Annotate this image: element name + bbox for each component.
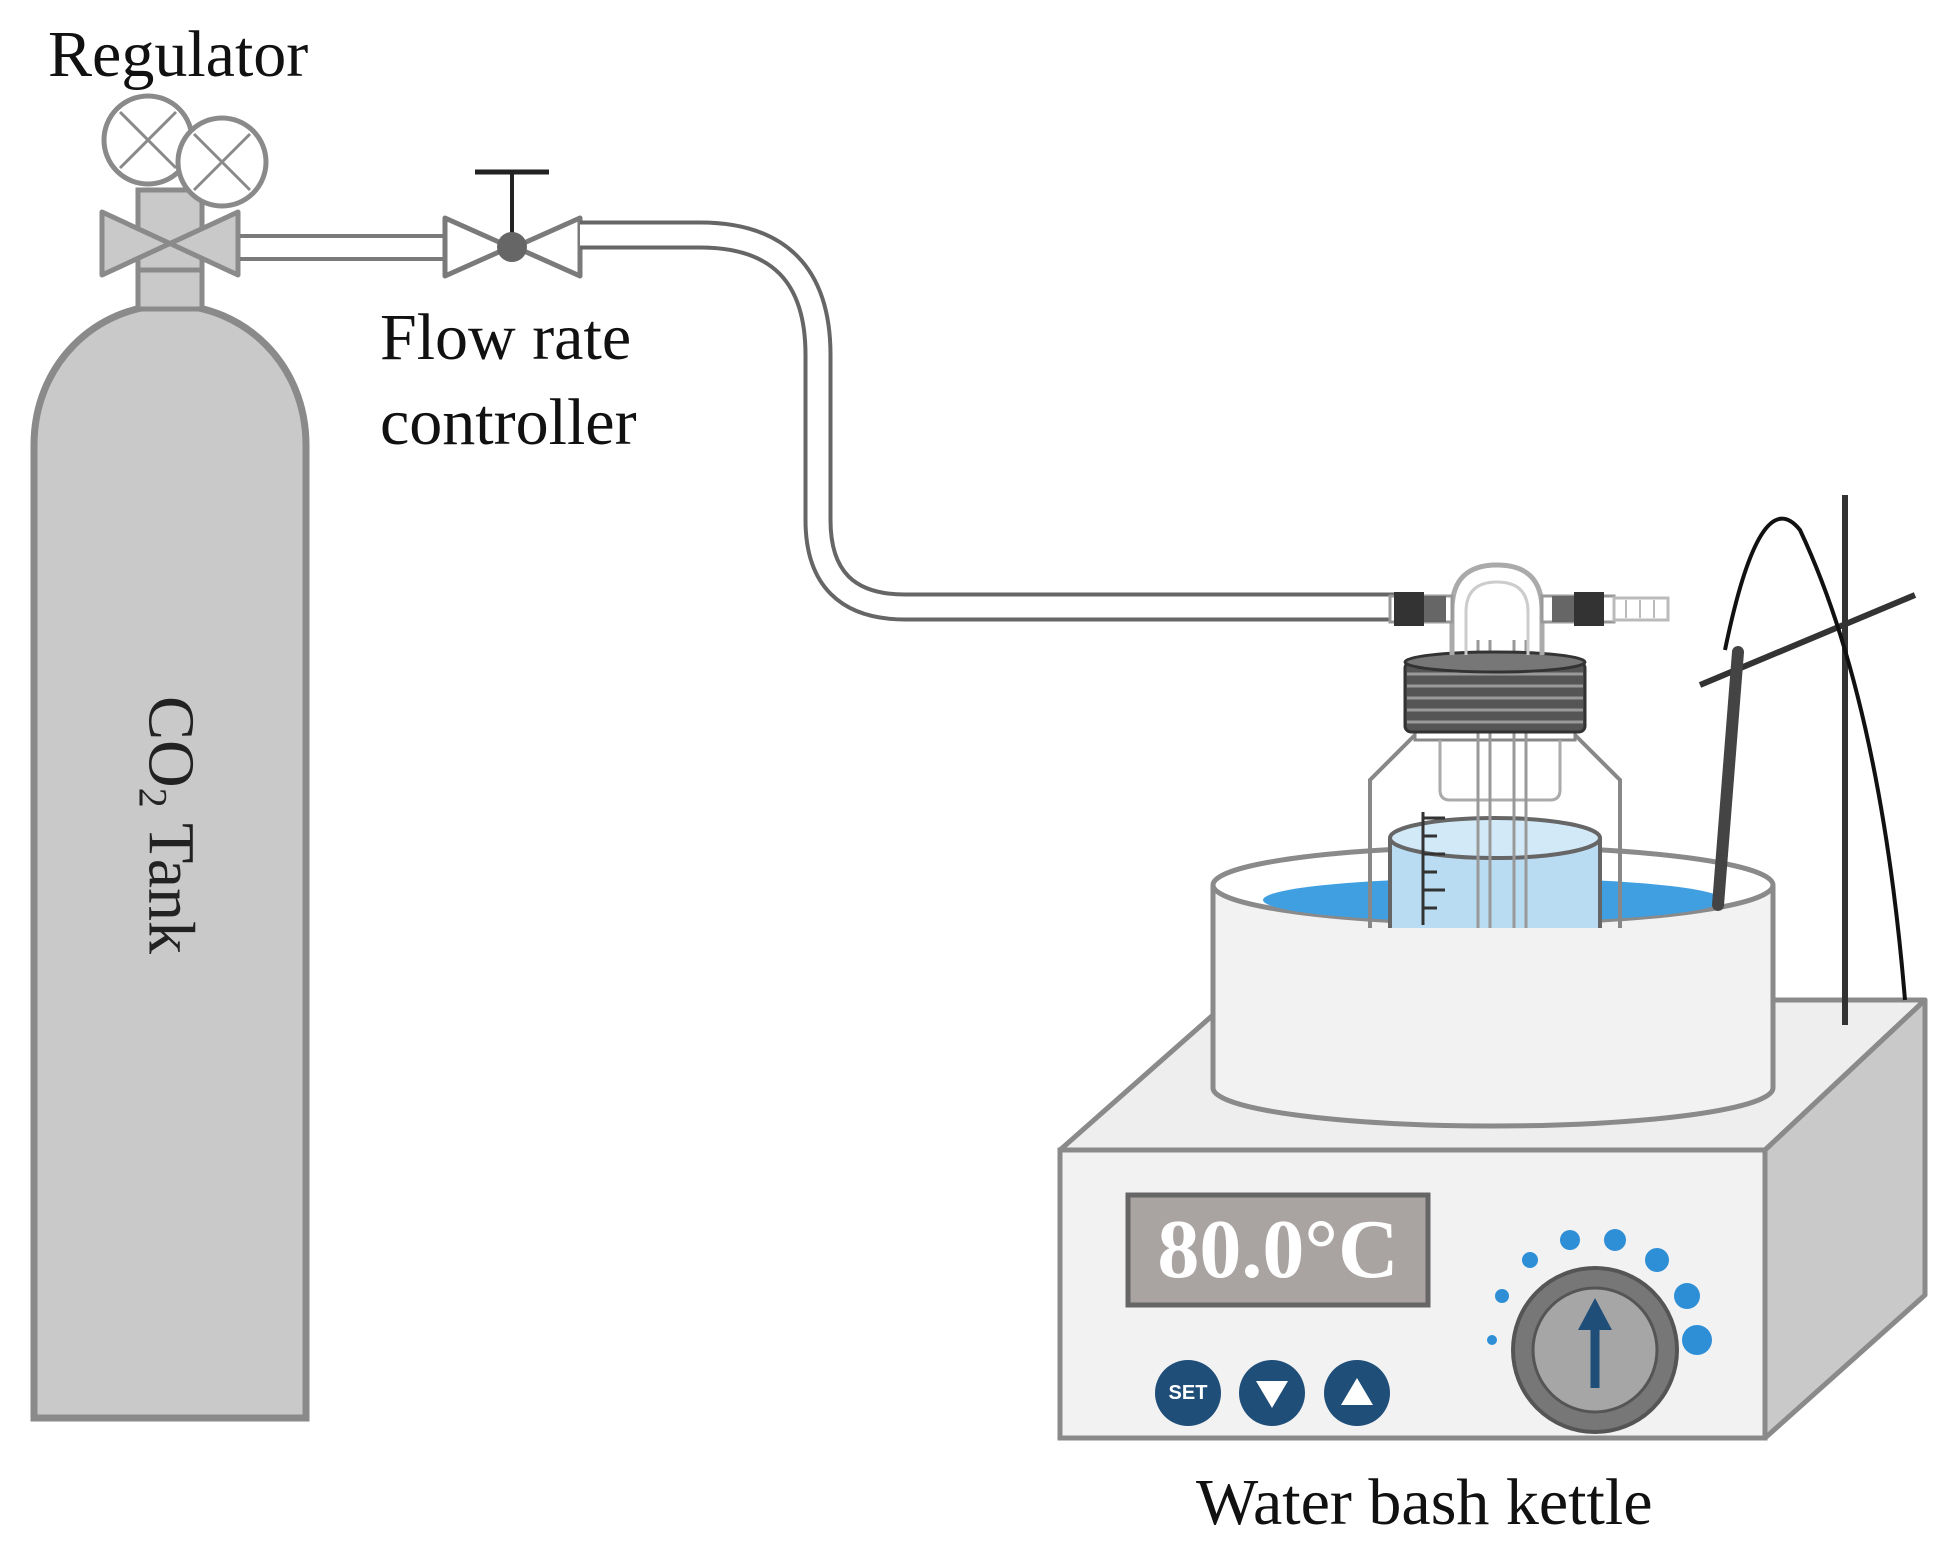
co2-tank [30, 262, 310, 1422]
set-button[interactable] [1155, 1360, 1221, 1426]
set-button-label: SET [1168, 1382, 1208, 1404]
regulator [99, 93, 269, 278]
co2-tank-label-subscript: 2 [130, 787, 176, 808]
pressure-gauge-icon [101, 93, 195, 187]
co2-tank-label: CO2 Tank [130, 696, 208, 954]
co2-tank-label-prefix: CO [134, 696, 208, 788]
gas-washing-bottle [1368, 562, 1670, 928]
temperature-readout: 80.0°C [1157, 1203, 1399, 1296]
up-arrow-button[interactable] [1324, 1360, 1390, 1426]
temperature-display [1125, 1192, 1431, 1308]
flow-rate-label-line2: controller [380, 386, 637, 459]
co2-tank-label-suffix: Tank [134, 807, 208, 954]
arrow-up-icon [1578, 1298, 1612, 1330]
gas-tube [580, 220, 1395, 622]
temperature-probe [1712, 646, 1744, 911]
gas-pipe [240, 234, 445, 261]
flow-rate-label-line1: Flow rate [380, 301, 632, 374]
regulator-label: Regulator [48, 18, 309, 91]
temperature-knob[interactable] [1511, 1266, 1679, 1434]
down-arrow-button[interactable] [1239, 1360, 1305, 1426]
beaker-graduation-marks [1421, 812, 1445, 925]
beaker [1388, 812, 1602, 928]
kettle-label: Water bash kettle [1196, 1466, 1653, 1539]
up-arrow-icon [1341, 1378, 1373, 1405]
pressure-gauge-icon [175, 115, 269, 209]
flow-rate-controller [442, 169, 583, 279]
down-arrow-icon [1256, 1381, 1288, 1408]
dial-level-dots [1487, 1229, 1712, 1355]
